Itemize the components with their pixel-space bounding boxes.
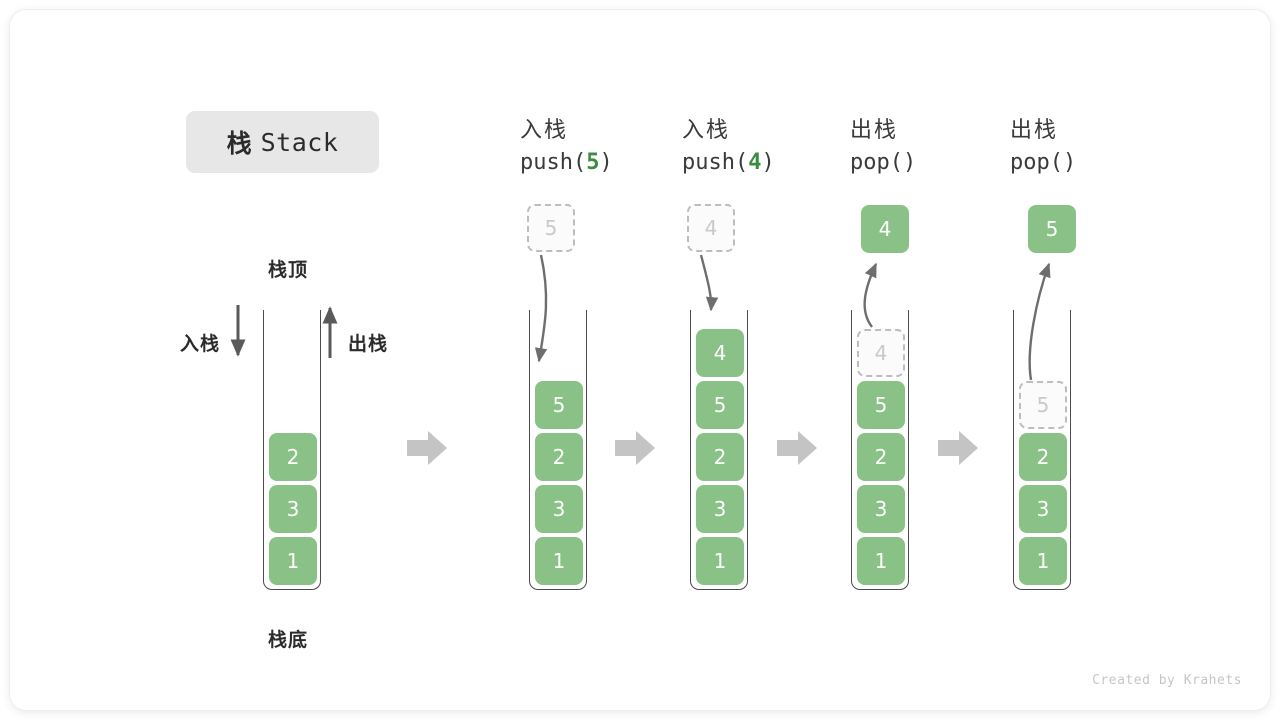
code-prefix: pop( bbox=[850, 150, 903, 175]
stage-header-pop-4: 出栈 pop() bbox=[850, 116, 1010, 180]
code-suffix: ) bbox=[761, 150, 775, 175]
tube-wall bbox=[529, 310, 587, 590]
stack-cell: 3 bbox=[857, 485, 905, 533]
push-direction-label: 入栈 bbox=[180, 333, 221, 355]
tube-wall bbox=[263, 310, 321, 590]
stack-cell: 4 bbox=[696, 329, 744, 377]
step-arrow bbox=[938, 431, 978, 465]
push-flow-arrow bbox=[699, 254, 719, 312]
removed-element-ghost: 5 bbox=[1019, 381, 1067, 429]
removed-element-ghost: 4 bbox=[857, 329, 905, 377]
code-prefix: push( bbox=[520, 150, 587, 175]
stack-cell: 2 bbox=[857, 433, 905, 481]
step-arrow bbox=[777, 431, 817, 465]
stack-top-label: 栈顶 bbox=[268, 259, 309, 281]
stack-cell: 1 bbox=[535, 537, 583, 585]
stage-header-code: pop() bbox=[1010, 146, 1170, 180]
stack-cell: 1 bbox=[269, 537, 317, 585]
stack-cell: 1 bbox=[857, 537, 905, 585]
stack-tube-pop-4 bbox=[851, 310, 911, 590]
stack-cell: 3 bbox=[696, 485, 744, 533]
code-argument: 4 bbox=[748, 150, 762, 175]
code-prefix: pop( bbox=[1010, 150, 1063, 175]
stack-bottom-label: 栈底 bbox=[268, 629, 309, 651]
stack-tube-pop-5 bbox=[1013, 310, 1073, 590]
stack-tube-push-4 bbox=[690, 310, 750, 590]
step-arrow bbox=[615, 431, 655, 465]
stack-cell: 1 bbox=[1019, 537, 1067, 585]
stage-header-cn: 出栈 bbox=[1010, 118, 1059, 143]
watermark-credit: Created by Krahets bbox=[1092, 673, 1242, 688]
stack-cell: 5 bbox=[696, 381, 744, 429]
code-suffix: ) bbox=[599, 150, 613, 175]
stack-cell: 2 bbox=[535, 433, 583, 481]
pop-direction-label: 出栈 bbox=[348, 333, 389, 355]
title-english: Stack bbox=[260, 127, 339, 157]
stage-header-push-4: 入栈 push(4) bbox=[682, 116, 842, 180]
stack-cell: 2 bbox=[696, 433, 744, 481]
code-suffix: ) bbox=[1062, 150, 1077, 175]
stack-cell: 2 bbox=[269, 433, 317, 481]
stage-header-cn: 入栈 bbox=[682, 118, 731, 143]
outgoing-element: 5 bbox=[1028, 205, 1076, 253]
stage-header-code: push(4) bbox=[682, 146, 842, 180]
stage-header-code: push(5) bbox=[520, 146, 680, 180]
tube-wall bbox=[690, 310, 748, 590]
stage-header-push-5: 入栈 push(5) bbox=[520, 116, 680, 180]
tube-wall bbox=[851, 310, 909, 590]
stack-cell: 1 bbox=[696, 537, 744, 585]
stack-cell: 5 bbox=[535, 381, 583, 429]
diagram-title: 栈 Stack bbox=[186, 111, 379, 173]
incoming-element-ghost: 4 bbox=[687, 204, 735, 252]
stack-cell: 3 bbox=[269, 485, 317, 533]
stage-header-pop-5: 出栈 pop() bbox=[1010, 116, 1170, 180]
stack-cell: 3 bbox=[535, 485, 583, 533]
title-chinese: 栈 bbox=[226, 129, 253, 158]
stage-header-code: pop() bbox=[850, 146, 1010, 180]
stack-cell: 2 bbox=[1019, 433, 1067, 481]
code-suffix: ) bbox=[902, 150, 917, 175]
stack-tube-initial bbox=[263, 310, 323, 590]
diagram-canvas: 栈 Stack 栈顶 入栈 出栈 2 3 1 栈底 入栈 push(5) 5 5… bbox=[10, 10, 1270, 710]
tube-wall bbox=[1013, 310, 1071, 590]
outgoing-element: 4 bbox=[861, 205, 909, 253]
stack-tube-push-5 bbox=[529, 310, 589, 590]
stack-cell: 3 bbox=[1019, 485, 1067, 533]
stage-header-cn: 入栈 bbox=[520, 118, 569, 143]
code-argument: 5 bbox=[586, 150, 600, 175]
code-prefix: push( bbox=[682, 150, 749, 175]
stage-header-cn: 出栈 bbox=[850, 118, 899, 143]
stack-cell: 5 bbox=[857, 381, 905, 429]
step-arrow bbox=[407, 431, 447, 465]
incoming-element-ghost: 5 bbox=[527, 204, 575, 252]
